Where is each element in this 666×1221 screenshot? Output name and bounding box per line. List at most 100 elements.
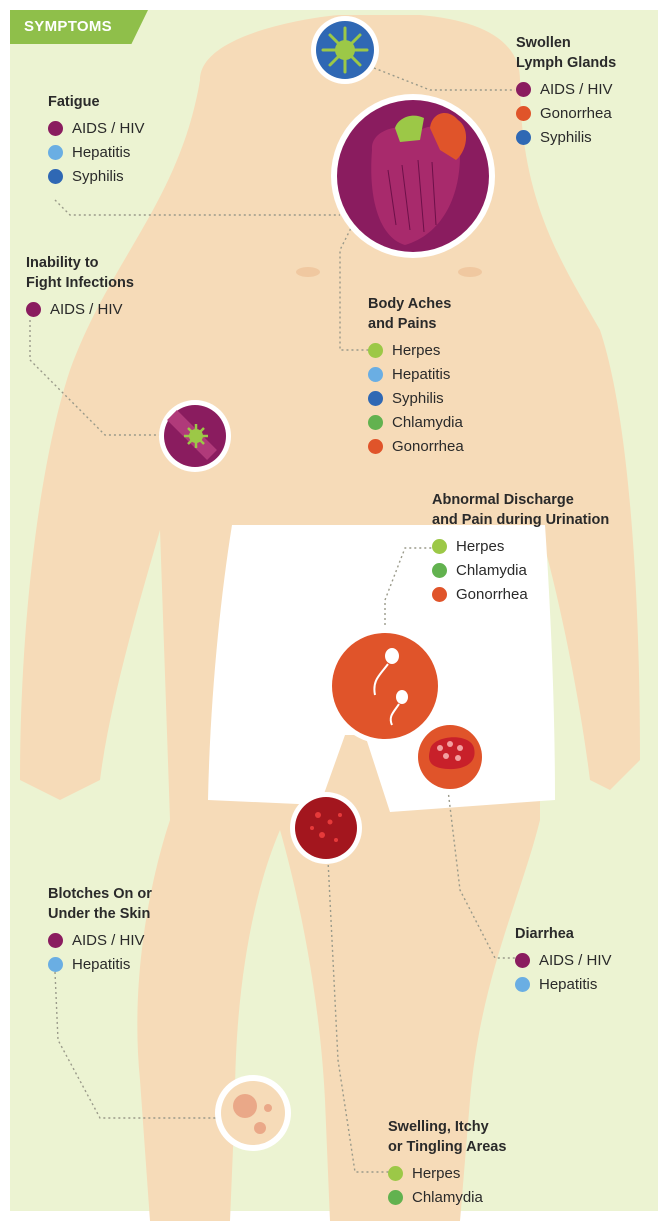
- disease-dot-icon: [368, 414, 383, 430]
- symptom-title: Swollen Lymph Glands: [516, 35, 617, 71]
- disease-label: AIDS / HIV: [540, 80, 613, 98]
- disease-label: Herpes: [456, 537, 505, 555]
- disease-item: Hepatitis: [515, 972, 612, 996]
- disease-label: Hepatitis: [72, 143, 131, 161]
- disease-label: Syphilis: [540, 128, 592, 146]
- disease-item: Gonorrhea: [368, 434, 464, 458]
- disease-dot-icon: [388, 1165, 403, 1181]
- disease-item: Hepatitis: [48, 140, 145, 164]
- disease-label: Hepatitis: [539, 975, 598, 993]
- discharge-circle: [327, 628, 443, 744]
- nipple-right: [458, 267, 482, 277]
- symptom-abnormal-discharge: Abnormal Discharge and Pain during Urina…: [432, 490, 609, 606]
- disease-item: Chlamydia: [432, 558, 609, 582]
- disease-item: Syphilis: [368, 386, 464, 410]
- disease-item: Hepatitis: [368, 362, 464, 386]
- disease-item: Hepatitis: [48, 952, 152, 976]
- section-tag: SYMPTOMS: [10, 10, 148, 44]
- disease-list: AIDS / HIV: [26, 297, 134, 321]
- symptom-title: Fatigue: [48, 94, 100, 110]
- disease-dot-icon: [368, 366, 383, 382]
- disease-item: Chlamydia: [368, 410, 464, 434]
- symptom-title: Blotches On or Under the Skin: [48, 886, 152, 922]
- disease-label: Gonorrhea: [392, 437, 464, 455]
- disease-label: Chlamydia: [412, 1188, 483, 1206]
- disease-label: AIDS / HIV: [50, 300, 123, 318]
- disease-dot-icon: [515, 976, 530, 992]
- symptom-title: Body Aches and Pains: [368, 296, 452, 332]
- heart-circle: [331, 94, 495, 258]
- disease-dot-icon: [368, 390, 383, 406]
- symptom-title: Swelling, Itchy or Tingling Areas: [388, 1119, 507, 1155]
- disease-item: Gonorrhea: [516, 101, 616, 125]
- disease-label: AIDS / HIV: [72, 119, 145, 137]
- disease-label: Gonorrhea: [540, 104, 612, 122]
- lymph-gland-circle: [311, 16, 379, 84]
- disease-dot-icon: [516, 129, 531, 145]
- disease-item: Herpes: [368, 338, 464, 362]
- disease-label: Chlamydia: [392, 413, 463, 431]
- disease-label: Herpes: [392, 341, 441, 359]
- disease-item: Herpes: [432, 534, 609, 558]
- disease-item: Chlamydia: [388, 1185, 506, 1209]
- disease-label: Herpes: [412, 1164, 461, 1182]
- disease-item: AIDS / HIV: [515, 948, 612, 972]
- disease-dot-icon: [48, 932, 63, 948]
- disease-label: Syphilis: [72, 167, 124, 185]
- infection-circle: [159, 400, 231, 472]
- disease-dot-icon: [48, 120, 63, 136]
- disease-label: AIDS / HIV: [539, 951, 612, 969]
- disease-item: AIDS / HIV: [48, 116, 145, 140]
- disease-label: Syphilis: [392, 389, 444, 407]
- disease-item: AIDS / HIV: [48, 928, 152, 952]
- disease-item: Syphilis: [48, 164, 145, 188]
- disease-dot-icon: [515, 952, 530, 968]
- disease-dot-icon: [432, 562, 447, 578]
- disease-dot-icon: [48, 144, 63, 160]
- disease-label: Hepatitis: [392, 365, 451, 383]
- disease-item: AIDS / HIV: [26, 297, 134, 321]
- symptom-title: Abnormal Discharge and Pain during Urina…: [432, 492, 610, 528]
- symptom-title: Inability to Fight Infections: [26, 255, 134, 291]
- disease-dot-icon: [432, 586, 447, 602]
- disease-dot-icon: [388, 1189, 403, 1205]
- disease-item: Gonorrhea: [432, 582, 609, 606]
- blotches-circle: [290, 792, 362, 864]
- disease-item: Herpes: [388, 1161, 506, 1185]
- disease-dot-icon: [368, 342, 383, 358]
- disease-dot-icon: [48, 168, 63, 184]
- section-title: SYMPTOMS: [24, 18, 112, 35]
- disease-dot-icon: [368, 438, 383, 454]
- disease-list: AIDS / HIV Hepatitis: [515, 948, 612, 996]
- disease-item: AIDS / HIV: [516, 77, 616, 101]
- disease-dot-icon: [516, 105, 531, 121]
- nipple-left: [296, 267, 320, 277]
- disease-list: AIDS / HIV Hepatitis: [48, 928, 152, 976]
- disease-dot-icon: [26, 301, 41, 317]
- disease-label: Chlamydia: [456, 561, 527, 579]
- disease-dot-icon: [432, 538, 447, 554]
- disease-dot-icon: [516, 81, 531, 97]
- disease-label: Gonorrhea: [456, 585, 528, 603]
- symptom-title: Diarrhea: [515, 926, 574, 942]
- disease-label: Hepatitis: [72, 955, 131, 973]
- diarrhea-circle: [413, 720, 487, 794]
- disease-item: Syphilis: [516, 125, 616, 149]
- swelling-circle: [215, 1075, 291, 1151]
- disease-dot-icon: [48, 956, 63, 972]
- disease-label: AIDS / HIV: [72, 931, 145, 949]
